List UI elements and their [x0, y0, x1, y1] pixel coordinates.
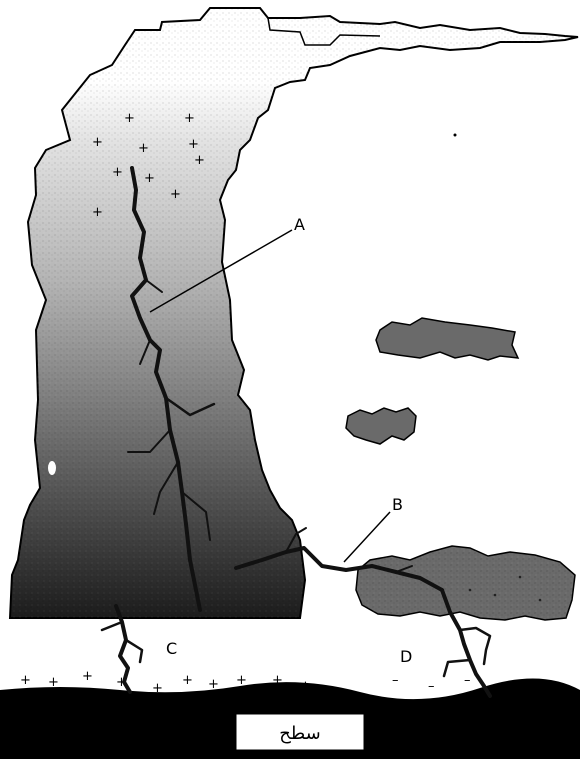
- charge-plus: +: [138, 141, 149, 156]
- leader-b: [344, 512, 390, 562]
- charge-minus: –: [392, 673, 399, 688]
- small-cloud-middle: [346, 408, 416, 444]
- charge-plus: +: [300, 679, 311, 694]
- charge-plus: +: [20, 673, 31, 688]
- charge-minus: –: [428, 679, 435, 694]
- charge-minus: –: [536, 673, 543, 688]
- charge-plus: +: [92, 135, 103, 150]
- charge-minus: –: [508, 677, 515, 692]
- label-c: C: [166, 639, 177, 658]
- small-cloud-upper: [376, 318, 518, 360]
- ground-label: سطح: [279, 723, 320, 744]
- charge-plus: +: [48, 675, 59, 690]
- small-clouds: [346, 318, 575, 620]
- charge-plus: +: [92, 205, 103, 220]
- charge-plus: +: [194, 153, 205, 168]
- charge-plus: +: [182, 673, 193, 688]
- charge-plus: +: [188, 137, 199, 152]
- label-b: B: [392, 495, 403, 514]
- charge-plus: +: [170, 187, 181, 202]
- charge-plus: +: [272, 673, 283, 688]
- charge-plus: +: [184, 111, 195, 126]
- ground: سطح: [0, 678, 580, 759]
- charge-plus: +: [82, 669, 93, 684]
- label-d: D: [400, 647, 412, 666]
- charge-plus: +: [152, 681, 163, 696]
- charge-plus: +: [124, 111, 135, 126]
- label-a: A: [294, 215, 305, 234]
- charge-plus: +: [112, 165, 123, 180]
- charge-plus: +: [208, 677, 219, 692]
- charge-plus: +: [236, 673, 247, 688]
- thundercloud: [10, 8, 578, 618]
- charge-plus: +: [144, 171, 155, 186]
- charge-minus: –: [464, 673, 471, 688]
